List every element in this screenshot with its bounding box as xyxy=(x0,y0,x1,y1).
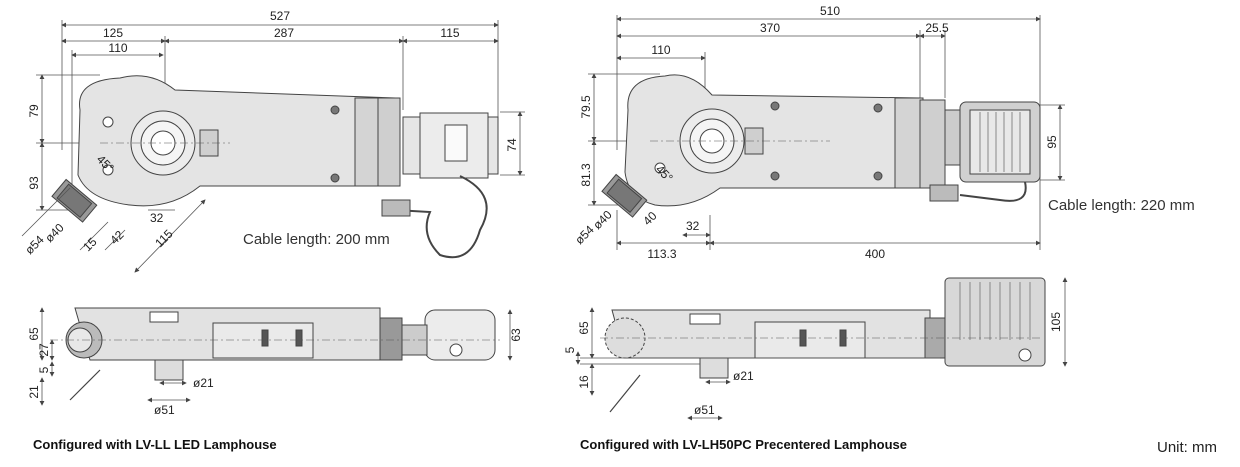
left-dim-21: 21 xyxy=(27,385,41,399)
unit-note: Unit: mm xyxy=(1157,439,1217,456)
left-dim-32: 32 xyxy=(150,211,164,225)
right-dim-400: 400 xyxy=(865,247,885,261)
right-dim-overall: 510 xyxy=(820,4,840,18)
left-dim-65: 65 xyxy=(27,327,41,341)
right-caption: Configured with LV-LH50PC Precentered La… xyxy=(580,437,907,452)
right-dim-phi51: ø51 xyxy=(694,403,715,417)
left-dim-115b: 115 xyxy=(152,226,176,250)
left-dim-110: 110 xyxy=(108,41,127,55)
left-caption: Configured with LV-LL LED Lamphouse xyxy=(33,437,277,452)
left-dim-125: 125 xyxy=(103,26,123,40)
left-dim-phi21: ø21 xyxy=(193,376,214,390)
left-dim-phi40: ø40 xyxy=(42,220,67,245)
left-dim-74: 74 xyxy=(505,138,519,152)
right-dim-32: 32 xyxy=(686,219,700,233)
right-dim-79-5: 79.5 xyxy=(579,95,593,119)
left-dim-42: 42 xyxy=(107,228,127,248)
right-dim-5: 5 xyxy=(563,346,577,353)
left-top-view: 527 125 287 115 110 79 93 74 ø40 ø54 15 … xyxy=(21,9,525,273)
right-dim-40: 40 xyxy=(640,209,660,229)
left-dim-phi51: ø51 xyxy=(154,403,175,417)
right-cable-note: Cable length: 220 mm xyxy=(1048,197,1195,214)
right-dim-phi40: ø40 xyxy=(590,207,615,232)
right-dim-81-3: 81.3 xyxy=(579,163,593,187)
left-dim-63: 63 xyxy=(509,328,523,342)
left-dim-287: 287 xyxy=(274,26,294,40)
left-dim-27: 27 xyxy=(37,343,51,357)
right-dim-113-3: 113.3 xyxy=(647,247,676,261)
right-top-view: 510 370 25.5 110 79.5 81.3 95 ø40 ø54 40… xyxy=(572,4,1195,261)
right-dim-65: 65 xyxy=(577,321,591,335)
left-dim-5: 5 xyxy=(37,366,51,373)
left-dim-15: 15 xyxy=(80,235,100,255)
right-dim-105: 105 xyxy=(1049,312,1063,332)
left-cable-note: Cable length: 200 mm xyxy=(243,231,390,248)
right-front-view: 65 5 16 105 ø21 ø51 xyxy=(563,277,1068,421)
right-dim-110: 110 xyxy=(651,43,670,57)
right-dim-25-5: 25.5 xyxy=(925,21,949,35)
left-dim-79: 79 xyxy=(27,104,41,118)
right-dim-phi21: ø21 xyxy=(733,369,754,383)
right-dim-95: 95 xyxy=(1045,135,1059,149)
left-dim-overall: 527 xyxy=(270,9,290,23)
left-front-view: 65 27 5 21 63 ø21 ø51 xyxy=(27,307,523,417)
right-dim-370: 370 xyxy=(760,21,780,35)
left-dim-115: 115 xyxy=(440,26,459,40)
right-dim-16: 16 xyxy=(577,375,591,389)
left-dim-93: 93 xyxy=(27,176,41,190)
